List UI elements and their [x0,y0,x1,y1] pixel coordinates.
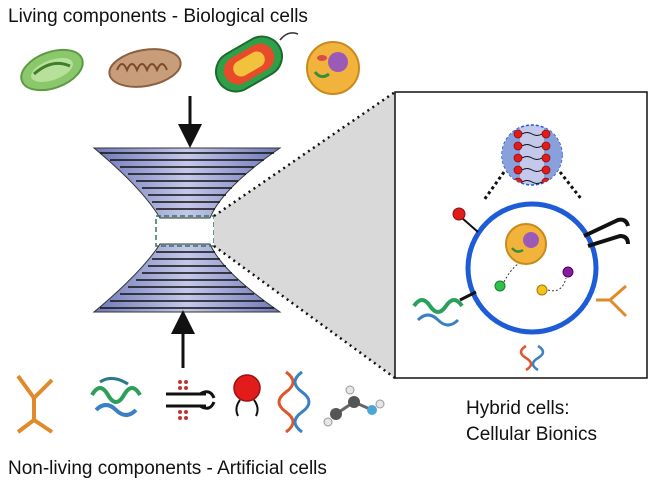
dna-attached-icon [519,344,545,372]
dna-icon [277,370,311,434]
antibody-icon [16,374,54,434]
yellow-particle [536,284,548,296]
hybrid-title: Hybrid cells: [466,398,570,419]
protein-attached-icon [412,290,477,327]
funnel-bottom [92,243,282,313]
purple-particle [562,266,574,278]
funnel-top [92,147,282,219]
antibody-attached-icon [596,284,628,318]
zoom-line-bottom [213,244,396,380]
nonliving-components-title: Non-living components - Artificial cells [8,458,327,479]
zoom-selection-box [155,215,215,247]
hybrid-subtitle: Cellular Bionics [466,424,597,445]
eukaryotic-cell-icon [306,41,360,95]
membrane-channel-icon [166,380,216,420]
green-particle [494,280,506,292]
channel-attached-icon [583,217,630,248]
lipid-bilayer-zoom [501,124,563,186]
living-components-title: Living components - Biological cells [8,6,308,27]
zoom-projection [214,92,395,378]
internal-cell-icon [505,223,547,265]
molecule-icon [323,385,385,427]
mitochondrion-icon [108,48,182,88]
receptor-icon [233,374,261,417]
reaction-path-left [503,263,519,283]
protein-icon [90,377,142,417]
zoom-line-top [213,90,396,218]
chloroplast-icon [20,48,84,92]
hybrid-cells-caption: Hybrid cells: Cellular Bionics [466,396,597,448]
receptor-attached-icon [452,207,479,233]
hybrid-cell-membrane [465,201,599,335]
bacterium-icon [215,32,299,93]
